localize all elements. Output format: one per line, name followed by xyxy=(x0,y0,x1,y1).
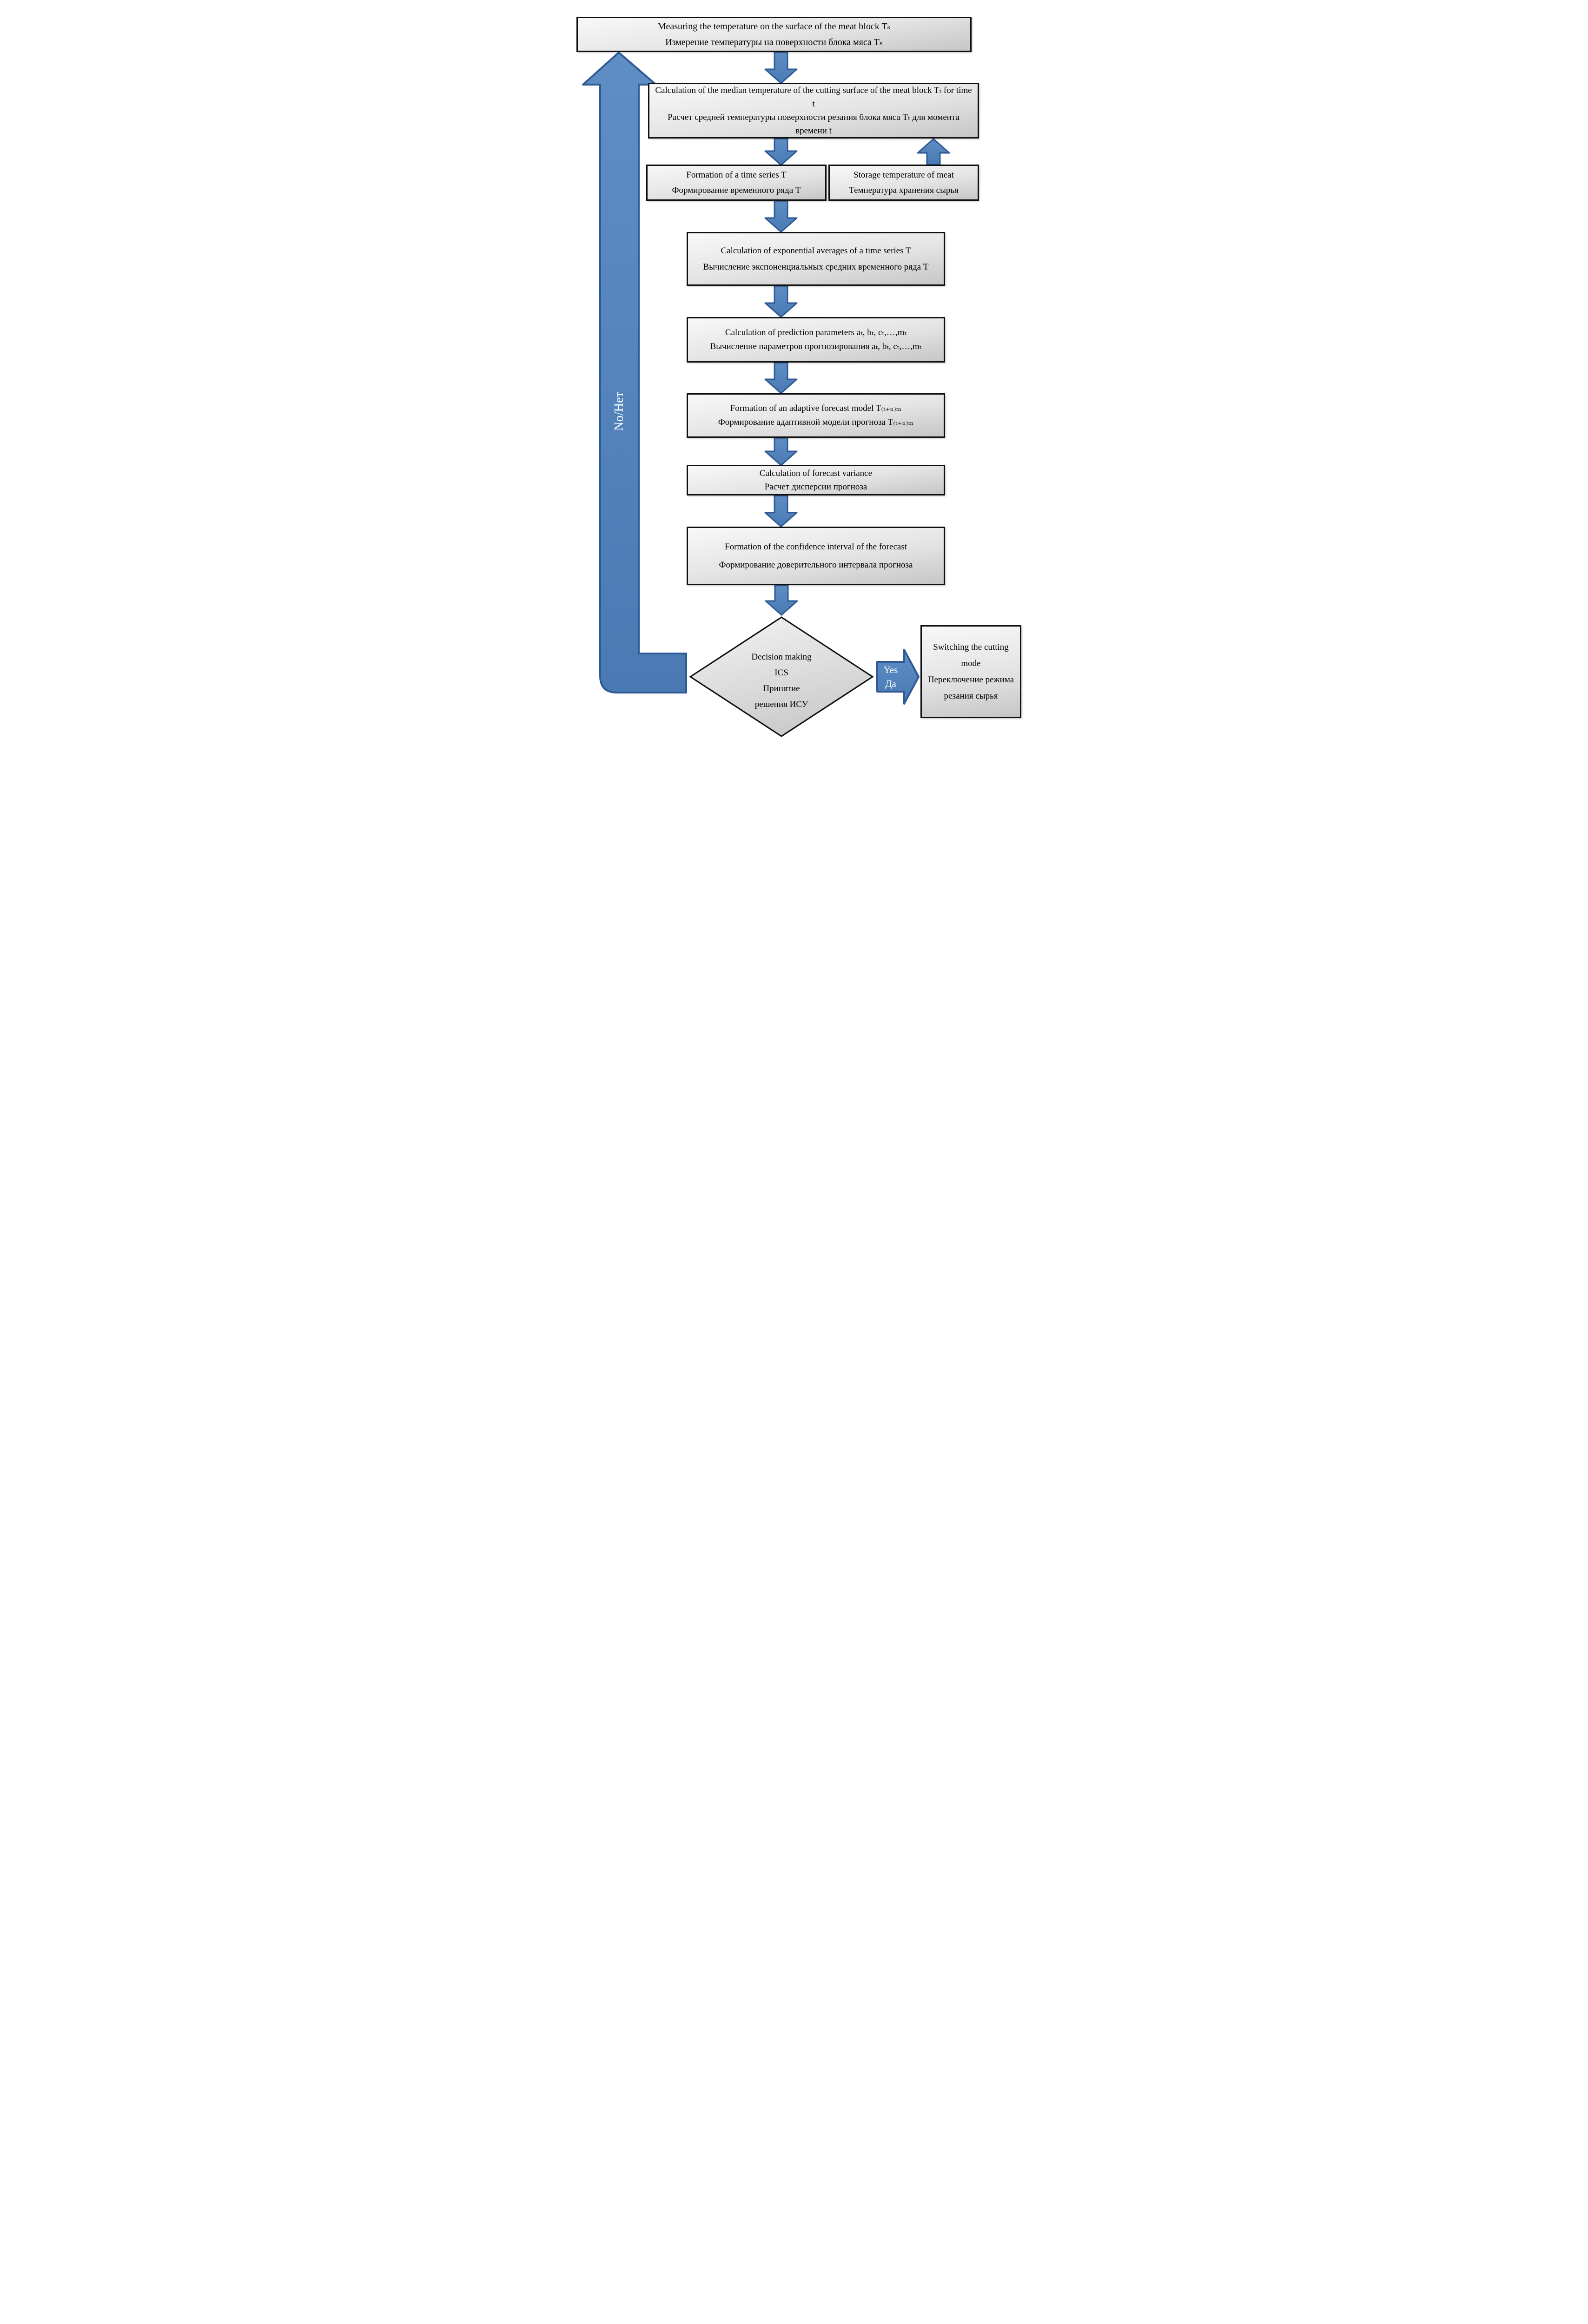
arrow-median-to-series xyxy=(764,138,798,166)
node-confidence-interval: Formation of the confidence interval of … xyxy=(687,527,945,585)
label-yes: Yes Да xyxy=(878,657,903,696)
node-text-en: Calculation of exponential averages of a… xyxy=(721,246,911,256)
label-yes-ru: Да xyxy=(885,678,896,689)
arrow-expavg-to-params xyxy=(764,285,798,318)
node-text-en: Formation of an adaptive forecast model … xyxy=(730,403,902,413)
arrow-confint-to-decision xyxy=(765,584,798,616)
node-text-en: Storage temperature of meat xyxy=(854,170,954,180)
node-text-ru: Измерение температуры на поверхности бло… xyxy=(665,37,883,47)
node-text-ru: Расчет дисперсии прогноза xyxy=(764,482,867,492)
node-text-ru: Вычисление экспоненциальных средних врем… xyxy=(703,262,929,272)
node-measure-temperature: Measuring the temperature on the surface… xyxy=(576,17,972,52)
decision-diamond-shape xyxy=(689,616,874,737)
node-text-ru: Формирование временного ряда Т xyxy=(672,185,801,195)
node-text-ru: Температура хранения сырья xyxy=(849,185,959,195)
decision-line-ru2: решения ИСУ xyxy=(754,700,808,709)
node-text-ru: Расчет средней температуры поверхности р… xyxy=(668,112,959,136)
node-switch-cutting-mode: Switching the cutting mode Переключение … xyxy=(920,625,1021,718)
node-text-ru: Формирование доверительного интервала пр… xyxy=(719,560,913,570)
arrow-model-to-variance xyxy=(764,437,798,466)
node-text-en: Switching the cutting mode xyxy=(933,642,1009,668)
label-no: No/Нет xyxy=(611,392,626,431)
node-text-ru: Формирование адаптивной модели прогноза … xyxy=(718,417,914,427)
flowchart-canvas: Measuring the temperature on the surface… xyxy=(562,0,1026,738)
node-text-en: Calculation of forecast variance xyxy=(759,469,873,478)
node-text-ru: Переключение режима резания сырья xyxy=(927,675,1014,701)
node-text-en: Formation of the confidence interval of … xyxy=(725,542,907,552)
node-text-ru: Вычисление параметров прогнозирования aₜ… xyxy=(710,342,922,351)
node-text-en: Measuring the temperature on the surface… xyxy=(657,21,891,32)
node-text-en: Calculation of prediction parameters aₜ,… xyxy=(725,328,907,337)
node-prediction-parameters: Calculation of prediction parameters aₜ,… xyxy=(687,317,945,363)
arrow-params-to-model xyxy=(764,362,798,394)
node-text-en: Calculation of the median temperature of… xyxy=(655,86,972,109)
node-text-en: Formation of a time series T xyxy=(686,170,787,180)
node-adaptive-forecast-model: Formation of an adaptive forecast model … xyxy=(687,393,945,438)
node-forecast-variance: Calculation of forecast variance Расчет … xyxy=(687,465,945,495)
arrow-variance-to-confint xyxy=(764,495,798,528)
arrow-series-to-expavg xyxy=(764,200,798,233)
node-time-series: Formation of a time series T Формировани… xyxy=(646,165,827,201)
decision-line-ics: ICS xyxy=(774,668,788,678)
arrow-measure-to-median xyxy=(764,51,798,84)
node-decision: Decision making ICS Принятие решения ИСУ xyxy=(716,646,847,716)
no-feedback-arrow xyxy=(582,52,687,693)
yes-arrow xyxy=(876,649,920,705)
label-yes-en: Yes xyxy=(883,664,898,675)
decision-line-en: Decision making xyxy=(751,652,812,662)
flowchart-connectors xyxy=(582,51,950,737)
arrow-storage-to-median xyxy=(917,138,950,165)
node-exponential-averages: Calculation of exponential averages of a… xyxy=(687,232,945,286)
node-median-temperature: Calculation of the median temperature of… xyxy=(648,83,979,139)
node-storage-temperature: Storage temperature of meat Температура … xyxy=(828,165,979,201)
decision-line-ru1: Принятие xyxy=(763,684,800,693)
